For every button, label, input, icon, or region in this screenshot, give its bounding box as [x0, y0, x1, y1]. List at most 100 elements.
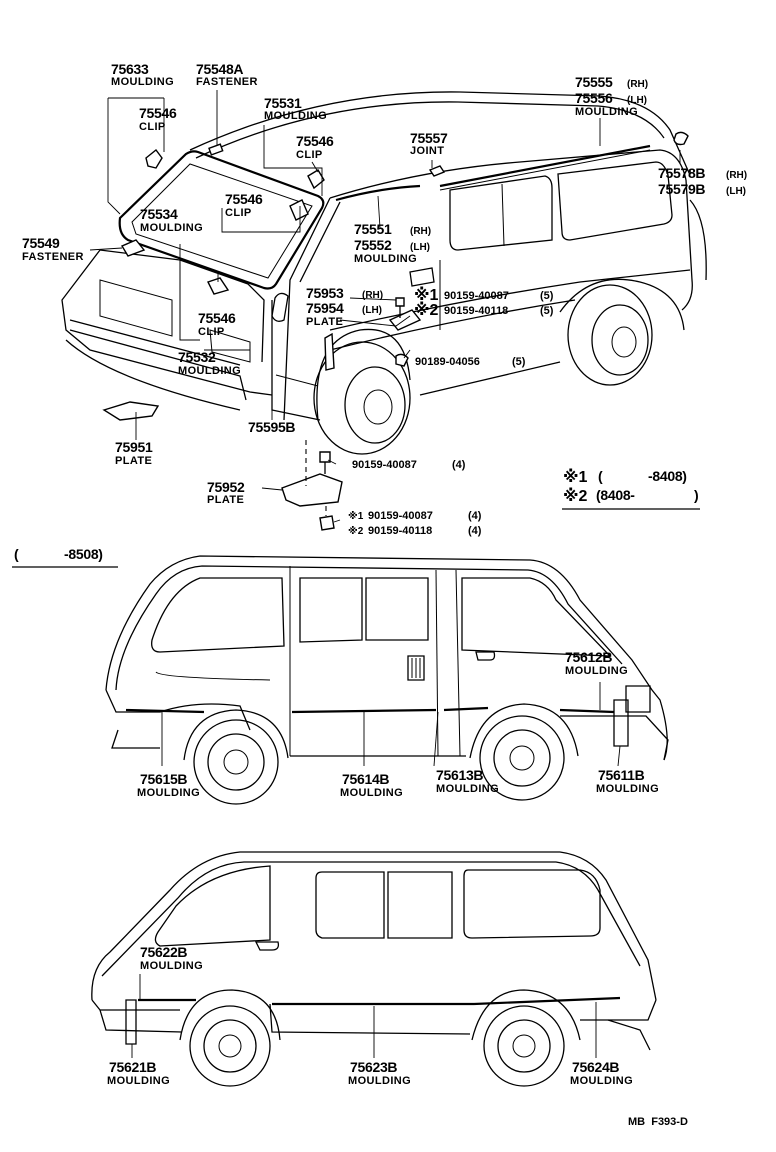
- middle-range-open: (: [14, 546, 19, 562]
- top-labels: 75633 MOULDING 75548A FASTENER 75531 MOU…: [22, 61, 747, 537]
- label-75621b-num: 75621B: [109, 1059, 156, 1075]
- label-75633-num: 75633: [111, 61, 149, 77]
- legend-row1-range: -8408): [648, 468, 687, 484]
- label-75621b-name: MOULDING: [107, 1075, 170, 1087]
- label-75611b-name: MOULDING: [596, 783, 659, 795]
- label-75624b-num: 75624B: [572, 1059, 619, 1075]
- label-75611b-num: 75611B: [598, 767, 645, 783]
- label-75546-b-num: 75546: [296, 133, 334, 149]
- label-75613b-name: MOULDING: [436, 783, 499, 795]
- label-75579b-side: (LH): [726, 186, 746, 197]
- label-bolt-a-pn: 90159-40087: [444, 290, 509, 302]
- label-75953-name: PLATE: [306, 316, 343, 328]
- label-75595b-num: 75595B: [248, 419, 295, 435]
- label-75555-num: 75555: [575, 74, 613, 90]
- label-75623b-name: MOULDING: [348, 1075, 411, 1087]
- label-75953-num: 75953: [306, 285, 344, 301]
- label-75546-c-name: CLIP: [225, 207, 252, 219]
- label-75954-num: 75954: [306, 300, 344, 316]
- label-75953-side: (RH): [362, 290, 383, 301]
- label-75531-name: MOULDING: [264, 110, 327, 122]
- label-75633-name: MOULDING: [111, 76, 174, 88]
- label-75546-c-num: 75546: [225, 191, 263, 207]
- side-view-van-left: [91, 851, 657, 1087]
- label-bolt-b-mark: ※2: [414, 301, 439, 319]
- label-75624b-name: MOULDING: [570, 1075, 633, 1087]
- label-75549-num: 75549: [22, 235, 60, 251]
- label-75548a-name: FASTENER: [196, 76, 258, 88]
- bottom-leaders: [131, 974, 597, 1058]
- diagram-code: MB F393-D: [628, 1116, 688, 1128]
- label-bolt-d-pn: 90159-40087: [352, 459, 417, 471]
- label-75556-side: (LH): [627, 95, 647, 106]
- label-75578b-side: (RH): [726, 170, 747, 181]
- legend-row2-mark: ※2: [563, 487, 588, 505]
- label-75556-num: 75556: [575, 90, 613, 106]
- label-75951-name: PLATE: [115, 455, 152, 467]
- label-75613b-num: 75613B: [436, 767, 483, 783]
- label-75531-num: 75531: [264, 95, 302, 111]
- label-75952-name: PLATE: [207, 494, 244, 506]
- label-75557-name: JOINT: [410, 145, 444, 157]
- label-75952-num: 75952: [207, 479, 245, 495]
- label-75951-num: 75951: [115, 439, 153, 455]
- legend-row2-range: (8408-: [596, 487, 635, 503]
- label-bolt-e-qty: (4): [468, 510, 482, 522]
- label-bolt-d-qty: (4): [452, 459, 466, 471]
- label-nut-c-pn: 90189-04056: [415, 356, 480, 368]
- top-leader-lines: [89, 90, 681, 523]
- label-75546-d-name: CLIP: [198, 326, 225, 338]
- label-75578b-num: 75578B: [658, 165, 705, 181]
- bottom-labels: 75622B MOULDING 75621B MOULDING 75623B M…: [107, 944, 633, 1087]
- label-75552-num: 75552: [354, 237, 392, 253]
- front-view-van: [61, 91, 707, 531]
- label-75614b-name: MOULDING: [340, 787, 403, 799]
- label-75532-num: 75532: [178, 349, 216, 365]
- label-75548a-num: 75548A: [196, 61, 243, 77]
- label-bolt-e-mark: ※1: [348, 510, 364, 522]
- label-bolt-f-mark: ※2: [348, 525, 364, 537]
- middle-labels: 75612B MOULDING 75615B MOULDING 75614B M…: [137, 649, 659, 799]
- side-view-van-right: [105, 555, 669, 805]
- label-75615b-name: MOULDING: [137, 787, 200, 799]
- label-75546-b-name: CLIP: [296, 149, 323, 161]
- label-75622b-name: MOULDING: [140, 960, 203, 972]
- label-75614b-num: 75614B: [342, 771, 389, 787]
- label-75534-num: 75534: [140, 206, 178, 222]
- middle-range-end: -8508): [64, 546, 103, 562]
- label-75579b-num: 75579B: [658, 181, 705, 197]
- date-legend: ※1 ( -8408) ※2 (8408- ): [562, 468, 700, 510]
- label-75612b-name: MOULDING: [565, 665, 628, 677]
- label-75622b-num: 75622B: [140, 944, 187, 960]
- label-75954-side: (LH): [362, 305, 382, 316]
- label-75546-d-num: 75546: [198, 310, 236, 326]
- label-nut-c-qty: (5): [512, 356, 526, 368]
- label-75549-name: FASTENER: [22, 251, 84, 263]
- label-75555-side: (RH): [627, 79, 648, 90]
- legend-row1-open: (: [598, 468, 603, 484]
- label-bolt-a-mark: ※1: [414, 286, 439, 304]
- label-75623b-num: 75623B: [350, 1059, 397, 1075]
- label-bolt-a-qty: (5): [540, 290, 554, 302]
- label-75534-name: MOULDING: [140, 222, 203, 234]
- legend-row1-mark: ※1: [563, 468, 588, 486]
- label-75532-name: MOULDING: [178, 365, 241, 377]
- label-75615b-num: 75615B: [140, 771, 187, 787]
- label-75555-name: MOULDING: [575, 106, 638, 118]
- label-75546-a-name: CLIP: [139, 121, 166, 133]
- label-75552-side: (LH): [410, 242, 430, 253]
- label-75551-num: 75551: [354, 221, 392, 237]
- label-bolt-e-pn: 90159-40087: [368, 510, 433, 522]
- label-bolt-b-pn: 90159-40118: [444, 305, 508, 317]
- label-bolt-f-qty: (4): [468, 525, 482, 537]
- label-75551-side: (RH): [410, 226, 431, 237]
- label-75546-a-num: 75546: [139, 105, 177, 121]
- label-75557-num: 75557: [410, 130, 448, 146]
- middle-leaders: [161, 682, 621, 767]
- label-bolt-f-pn: 90159-40118: [368, 525, 432, 537]
- label-75612b-num: 75612B: [565, 649, 612, 665]
- label-bolt-b-qty: (5): [540, 305, 554, 317]
- legend-row2-close: ): [694, 487, 698, 503]
- label-75551-name: MOULDING: [354, 253, 417, 265]
